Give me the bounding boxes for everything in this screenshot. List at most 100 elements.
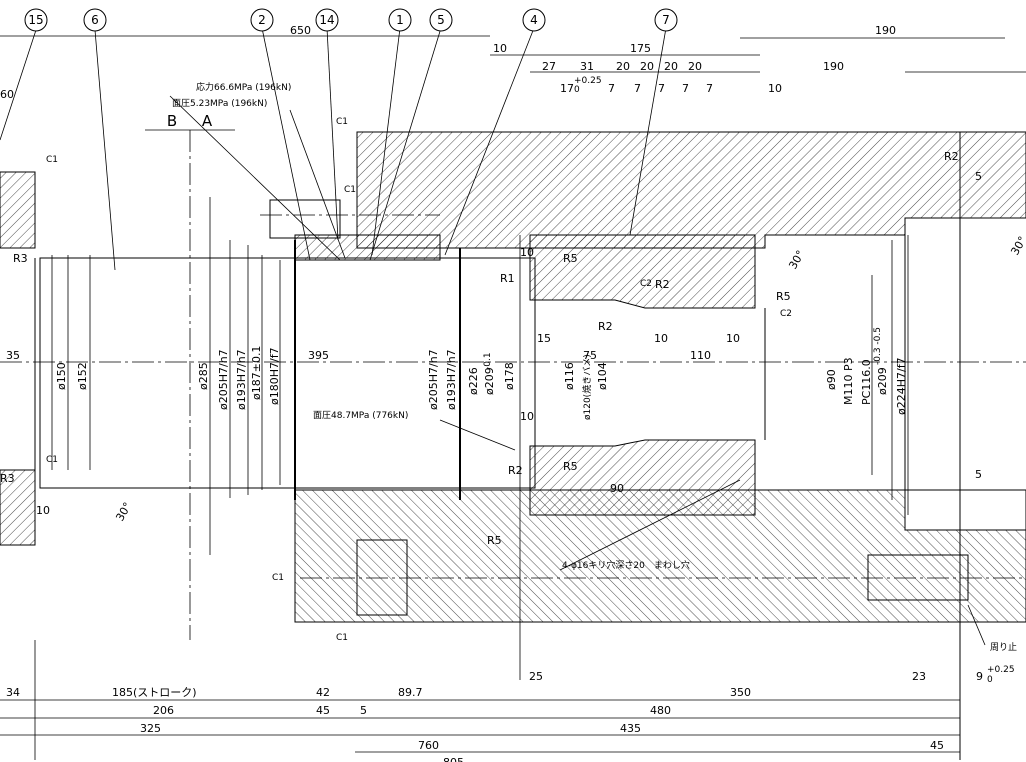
svg-text:7: 7: [706, 82, 713, 95]
svg-text:面圧5.23MPa (196kN): 面圧5.23MPa (196kN): [172, 98, 267, 109]
svg-text:R2: R2: [508, 464, 523, 477]
svg-text:805: 805: [443, 756, 464, 762]
svg-text:応力66.6MPa (196kN): 応力66.6MPa (196kN): [196, 81, 291, 93]
svg-text:75: 75: [583, 349, 597, 362]
svg-text:30°: 30°: [1008, 234, 1026, 257]
svg-text:R1: R1: [500, 272, 515, 285]
svg-text:ø90: ø90: [825, 369, 838, 390]
svg-text:9: 9: [976, 670, 983, 683]
svg-text:15: 15: [537, 332, 551, 345]
svg-text:4-φ16キリ穴深さ20 まわし穴: 4-φ16キリ穴深さ20 まわし穴: [562, 559, 690, 571]
svg-text:M110 P3: M110 P3: [842, 357, 855, 405]
svg-text:R5: R5: [563, 252, 578, 265]
svg-text:+0.25: +0.25: [987, 665, 1015, 675]
svg-text:R5: R5: [487, 534, 502, 547]
bottom-dimension-texts: 34 185(ストローク) 42 89.7 25 350 23 9 +0.25 …: [6, 665, 1015, 762]
svg-text:R5: R5: [563, 460, 578, 473]
svg-text:31: 31: [580, 60, 594, 73]
svg-text:C1: C1: [46, 155, 58, 165]
svg-text:15: 15: [28, 13, 43, 27]
svg-text:C1: C1: [344, 185, 356, 195]
svg-text:5: 5: [360, 704, 367, 717]
svg-text:395: 395: [308, 349, 329, 362]
svg-text:ø224H7/f7: ø224H7/f7: [895, 357, 908, 415]
svg-text:190: 190: [823, 60, 844, 73]
svg-text:ø226: ø226: [467, 367, 480, 395]
svg-text:R3: R3: [13, 252, 28, 265]
svg-text:110: 110: [690, 349, 711, 362]
svg-text:175: 175: [630, 42, 651, 55]
mid-dimension-texts: 35 395 15 75 10 10 10 110 90 5 5 10 10: [6, 170, 982, 517]
svg-text:7: 7: [634, 82, 641, 95]
svg-text:0: 0: [987, 675, 993, 685]
svg-text:190: 190: [875, 24, 896, 37]
svg-text:10: 10: [654, 332, 668, 345]
svg-text:60: 60: [0, 88, 14, 101]
svg-text:20: 20: [664, 60, 678, 73]
svg-text:周り止: 周り止: [990, 641, 1017, 653]
svg-text:ø180H7/f7: ø180H7/f7: [268, 347, 281, 405]
svg-text:-0.3 -0.5: -0.3 -0.5: [873, 327, 883, 365]
balloon-2: 2: [250, 8, 274, 32]
svg-text:B: B: [167, 112, 177, 130]
leader-lines: [0, 27, 986, 646]
svg-text:ø104: ø104: [596, 362, 609, 390]
svg-text:10: 10: [520, 246, 534, 259]
svg-text:2: 2: [258, 13, 266, 27]
svg-text:480: 480: [650, 704, 671, 717]
svg-text:R3: R3: [0, 472, 15, 485]
svg-text:R2: R2: [655, 278, 670, 291]
hatched-sections: [0, 131, 1026, 623]
dimension-lines: [0, 35, 1026, 760]
svg-text:27: 27: [542, 60, 556, 73]
svg-text:C1: C1: [46, 455, 58, 465]
svg-text:PC116.0: PC116.0: [860, 359, 873, 405]
svg-text:ø205H7/h7: ø205H7/h7: [427, 349, 440, 410]
chamfer-labels: C1 C1 C1 C1 C1 C1 C2 C2: [46, 117, 792, 643]
section-marker: B A: [167, 112, 213, 130]
svg-text:23: 23: [912, 670, 926, 683]
svg-text:30°: 30°: [113, 500, 134, 523]
svg-text:ø193H7/h7: ø193H7/h7: [445, 349, 458, 410]
svg-text:6: 6: [91, 13, 99, 27]
svg-text:ø152: ø152: [76, 362, 89, 390]
svg-text:35: 35: [6, 349, 20, 362]
svg-text:ø178: ø178: [503, 362, 516, 390]
svg-text:20: 20: [640, 60, 654, 73]
balloon-6: 6: [83, 8, 107, 32]
svg-text:206: 206: [153, 704, 174, 717]
svg-text:185(ストローク): 185(ストローク): [112, 686, 197, 699]
svg-text:14: 14: [319, 13, 334, 27]
svg-text:ø209: ø209: [483, 367, 496, 395]
svg-text:1: 1: [396, 13, 404, 27]
svg-text:10: 10: [493, 42, 507, 55]
svg-text:17: 17: [560, 82, 574, 95]
svg-text:-0.1: -0.1: [483, 352, 493, 370]
svg-text:5: 5: [975, 468, 982, 481]
balloon-14: 14: [315, 8, 339, 32]
svg-text:ø193H7/h7: ø193H7/h7: [235, 349, 248, 410]
balloon-5: 5: [429, 8, 453, 32]
svg-text:R2: R2: [944, 150, 959, 163]
svg-text:7: 7: [658, 82, 665, 95]
svg-text:+0.25: +0.25: [574, 76, 602, 86]
svg-text:350: 350: [730, 686, 751, 699]
balloon-4: 4: [522, 8, 546, 32]
svg-text:面圧48.7MPa (776kN): 面圧48.7MPa (776kN): [313, 410, 408, 421]
svg-text:C1: C1: [336, 117, 348, 127]
svg-text:7: 7: [682, 82, 689, 95]
svg-text:ø150: ø150: [55, 362, 68, 390]
radius-labels: R2 R2 R2 R2 R5 R5 R5 R5 R1 R3 R3: [0, 150, 959, 547]
svg-text:435: 435: [620, 722, 641, 735]
svg-text:20: 20: [688, 60, 702, 73]
balloon-15: 15: [24, 8, 48, 32]
svg-text:C1: C1: [336, 633, 348, 643]
top-dimension-texts: 650 175 190 190 10 10 27 31 20 20 20 20 …: [0, 24, 896, 101]
notes: 応力66.6MPa (196kN) 面圧5.23MPa (196kN) 面圧48…: [172, 81, 1017, 653]
svg-text:R5: R5: [776, 290, 791, 303]
svg-text:ø285: ø285: [197, 362, 210, 390]
svg-text:ø187±0.1: ø187±0.1: [250, 346, 263, 400]
svg-text:45: 45: [930, 739, 944, 752]
svg-text:ø116: ø116: [563, 362, 576, 390]
